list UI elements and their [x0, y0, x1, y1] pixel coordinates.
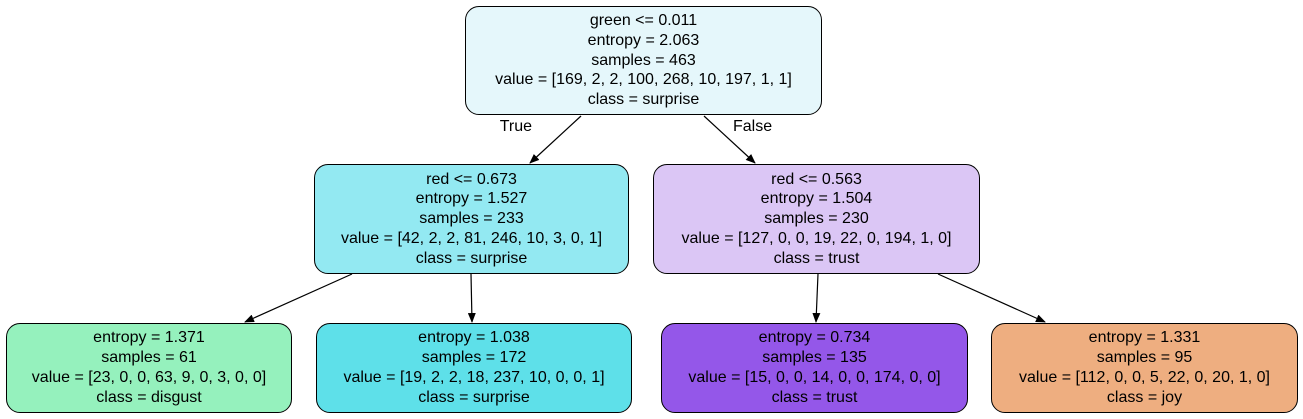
node-text-line: entropy = 1.371 — [93, 329, 205, 347]
node-text-line: samples = 61 — [101, 349, 197, 367]
node-text-line: class = surprise — [587, 91, 700, 109]
node-text-line: class = joy — [1106, 388, 1183, 406]
node-text-line: value = [23, 0, 0, 63, 9, 0, 3, 0, 0] — [31, 369, 267, 386]
node-text-line: samples = 463 — [591, 51, 696, 69]
node-text-line: samples = 233 — [419, 210, 524, 228]
node-text-line: value = [42, 2, 2, 81, 246, 10, 3, 0, 1] — [340, 229, 603, 247]
node-text-line: entropy = 0.734 — [758, 329, 871, 347]
node-text-line: class = surprise — [415, 249, 528, 267]
edge-left-to-lr — [467, 273, 476, 323]
node-text-line: samples = 135 — [762, 349, 867, 367]
node-text-line: samples = 95 — [1096, 349, 1193, 367]
tree-node-rl: entropy = 0.734 samples = 135 value = [15,… — [661, 323, 968, 413]
tree-node-left: red <= 0.673 entropy = 1.527 samples = 233… — [314, 164, 629, 274]
node-text-line: entropy = 1.504 — [760, 190, 873, 208]
node-text-line: entropy = 1.038 — [418, 329, 530, 347]
node-text-line: value = [15, 0, 0, 14, 0, 0, 174, 0, 0] — [688, 369, 941, 386]
edge-label-false: False — [733, 118, 773, 135]
node-text-line: samples = 230 — [764, 210, 869, 228]
node-text-line: class = disgust — [96, 388, 202, 406]
edge-root-to-right — [703, 115, 756, 164]
node-text-line: value = [112, 0, 0, 5, 22, 0, 20, 1, 0] — [1019, 369, 1270, 386]
node-text-line: value = [19, 2, 2, 18, 237, 10, 0, 0, 1] — [343, 369, 605, 386]
tree-node-root: green <= 0.011 entropy = 2.063 samples = 4… — [465, 6, 822, 115]
node-text-line: class = surprise — [418, 388, 530, 406]
node-text-line: samples = 172 — [421, 349, 527, 367]
edge-label-true: True — [499, 118, 532, 135]
edge-root-to-left — [529, 115, 582, 164]
node-text-line: green <= 0.011 — [589, 12, 698, 29]
node-text-line: entropy = 1.331 — [1088, 329, 1201, 347]
node-text-line: entropy = 2.063 — [587, 31, 700, 49]
edge-right-to-rl — [812, 273, 821, 323]
node-text-line: class = trust — [773, 249, 860, 267]
node-text-line: class = trust — [771, 388, 858, 406]
tree-node-lr: entropy = 1.038 samples = 172 value = [19,… — [316, 323, 632, 413]
tree-node-ll: entropy = 1.371 samples = 61 value = [23, … — [6, 323, 292, 413]
tree-node-right: red <= 0.563 entropy = 1.504 samples = 230… — [653, 164, 980, 274]
edge-right-to-rr — [937, 273, 1046, 323]
tree-node-rr: entropy = 1.331 samples = 95 value = [112,… — [991, 323, 1298, 413]
node-text-line: value = [127, 0, 0, 19, 22, 0, 194, 1, 0… — [681, 229, 952, 247]
node-text-line: value = [169, 2, 2, 100, 268, 10, 197, 1… — [495, 71, 792, 89]
edge-left-to-ll — [244, 273, 353, 323]
node-text-line: entropy = 1.527 — [415, 190, 528, 208]
node-text-line: red <= 0.673 — [426, 170, 517, 188]
node-text-line: red <= 0.563 — [771, 170, 862, 188]
